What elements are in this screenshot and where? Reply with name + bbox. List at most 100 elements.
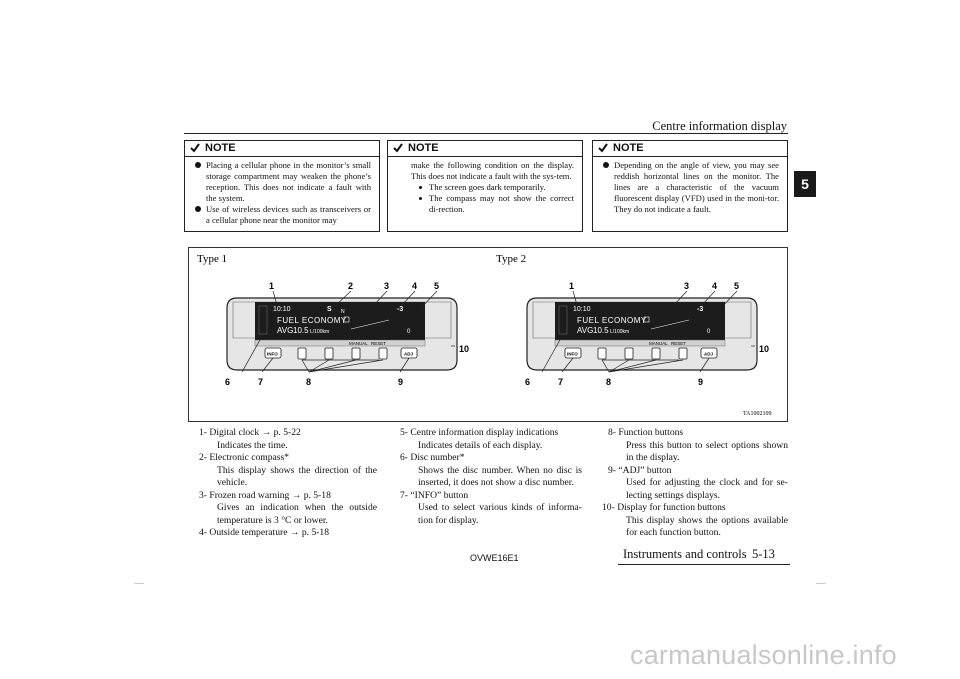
note-header: NOTE (593, 141, 787, 157)
callout-1: 1 (269, 281, 274, 291)
info-button-label: INFO (267, 352, 278, 357)
tab-reset: RESET (671, 341, 686, 346)
footer-section-title: Instruments and controls (623, 547, 747, 561)
info-button-label: INFO (567, 352, 578, 357)
legend-item: 1- Digital clock → p. 5-22 Indicates the… (199, 427, 301, 451)
avg-label: AVG (277, 326, 293, 335)
disc-readout: 0 (707, 329, 711, 335)
note-body: Placing a cellular phone in the monitor’… (194, 160, 371, 227)
compass-readout: S (327, 306, 332, 313)
callout-lines (241, 290, 455, 373)
note-bullet: Placing a cellular phone in the monitor’… (194, 160, 371, 204)
note-title: NOTE (408, 142, 439, 154)
callout-3: 3 (684, 281, 689, 291)
note-body: make the following condition on the disp… (411, 160, 574, 215)
note-subitem: The screen goes dark temporarily. (411, 182, 574, 193)
callout-10: 10 (459, 344, 469, 354)
note-title: NOTE (613, 142, 644, 154)
callout-lines (541, 290, 755, 373)
callout-4: 4 (412, 281, 417, 291)
disc-readout: 0 (407, 329, 411, 335)
check-icon (598, 143, 608, 153)
vfd-screen (555, 302, 725, 340)
watermark: carmanualsonline.info (630, 640, 897, 670)
bullet-icon (419, 186, 422, 190)
callout-8: 8 (606, 377, 611, 387)
note-box-1: NOTE Placing a cellular phone in the mon… (184, 140, 380, 232)
clock-readout: 10:10 (273, 306, 291, 313)
note-header: NOTE (388, 141, 582, 157)
unit-label: L/100km (310, 329, 329, 335)
callout-3: 3 (384, 281, 389, 291)
callout-10: 10 (759, 344, 769, 354)
callout-7: 7 (258, 377, 263, 387)
legend-item: 3- Frozen road warning → p. 5-18 Gives a… (199, 489, 377, 526)
function-button[interactable] (297, 347, 307, 360)
figure-code: TA1002109 (743, 411, 772, 417)
legend-item: 6- Disc number* Shows the disc number. W… (400, 452, 582, 488)
adj-button-label: ADJ (404, 352, 413, 357)
display-unit-type1: 10:10 S N -3 FUEL ECONOMY AVG 10.5 L/100… (225, 281, 469, 387)
display-main-line: FUEL ECONOMY (277, 316, 347, 325)
vfd-screen (255, 302, 425, 340)
legend-item: 4- Outside temperature → p. 5-18 (199, 527, 330, 538)
bullet-icon (195, 162, 201, 168)
avg-value: 10.5 (593, 326, 609, 335)
bullet-icon (195, 206, 201, 213)
bullet-icon (419, 197, 422, 201)
function-button[interactable] (351, 347, 361, 360)
avg-label: AVG (577, 326, 593, 335)
legend-item: 10- Display for function buttons This di… (602, 502, 788, 538)
header-rule (184, 133, 788, 134)
compass-sub: N (341, 309, 345, 315)
type1-label: Type 1 (197, 253, 227, 265)
display-main-line: FUEL ECONOMY (577, 316, 647, 325)
temperature-readout: -3 (697, 306, 703, 313)
note-subitem: The compass may not show the correct di-… (411, 193, 574, 215)
running-head: Centre information display (652, 119, 787, 133)
function-button[interactable] (678, 347, 688, 360)
callout-7: 7 (558, 377, 563, 387)
bullet-icon (603, 162, 609, 168)
legend-column-1: 1- Digital clock → p. 5-22 Indicates the… (199, 427, 377, 540)
footer-rule (618, 564, 790, 565)
callout-2: 2 (348, 281, 353, 291)
unit-label: L/100km (610, 329, 629, 335)
callout-9: 9 (698, 377, 703, 387)
callout-5: 5 (734, 281, 739, 291)
temperature-readout: -3 (397, 306, 403, 313)
tab-manual: MANUAL (649, 341, 668, 346)
page-number: 5-13 (752, 547, 775, 561)
callout-1: 1 (569, 281, 574, 291)
tab-reset: RESET (371, 341, 386, 346)
note-bullet: Use of wireless devices such as transcei… (194, 204, 371, 226)
display-unit-type2: 10:10 -3 FUEL ECONOMY AVG 10.5 L/100km 0… (525, 281, 769, 387)
note-continuation: make the following condition on the disp… (411, 160, 574, 182)
legend-column-2: 5- Centre information display indication… (400, 427, 582, 527)
callout-9: 9 (398, 377, 403, 387)
note-header: NOTE (185, 141, 379, 157)
legend-item: 7- “INFO” button Used to select various … (400, 489, 582, 526)
function-button[interactable] (324, 347, 334, 360)
note-bullet: Depending on the angle of view, you may … (602, 160, 779, 215)
legend-item: 8- Function buttons Press this button to… (608, 427, 788, 463)
chapter-tab: 5 (794, 171, 816, 197)
clock-readout: 10:10 (573, 306, 591, 313)
function-button[interactable] (651, 347, 661, 360)
check-icon (190, 143, 200, 153)
legend-item: 9- “ADJ” button Used for adjusting the c… (608, 464, 788, 501)
note-box-3: NOTE Depending on the angle of view, you… (592, 140, 788, 232)
display-illustration: Type 1 Type 2 10:10 S N -3 FUEL ECONOMY … (197, 253, 772, 417)
function-button[interactable] (378, 347, 388, 360)
function-button[interactable] (597, 347, 607, 360)
legend-item: 2- Electronic compass* This display show… (199, 452, 377, 488)
document-code: OVWE16E1 (470, 553, 519, 563)
callout-6: 6 (525, 377, 530, 387)
function-button[interactable] (624, 347, 634, 360)
adj-button-label: ADJ (704, 352, 713, 357)
tab-manual: MANUAL (349, 341, 368, 346)
callout-6: 6 (225, 377, 230, 387)
avg-value: 10.5 (293, 326, 309, 335)
figure-frame: Type 1 Type 2 10:10 S N -3 FUEL ECONOMY … (188, 247, 788, 422)
note-title: NOTE (205, 142, 236, 154)
